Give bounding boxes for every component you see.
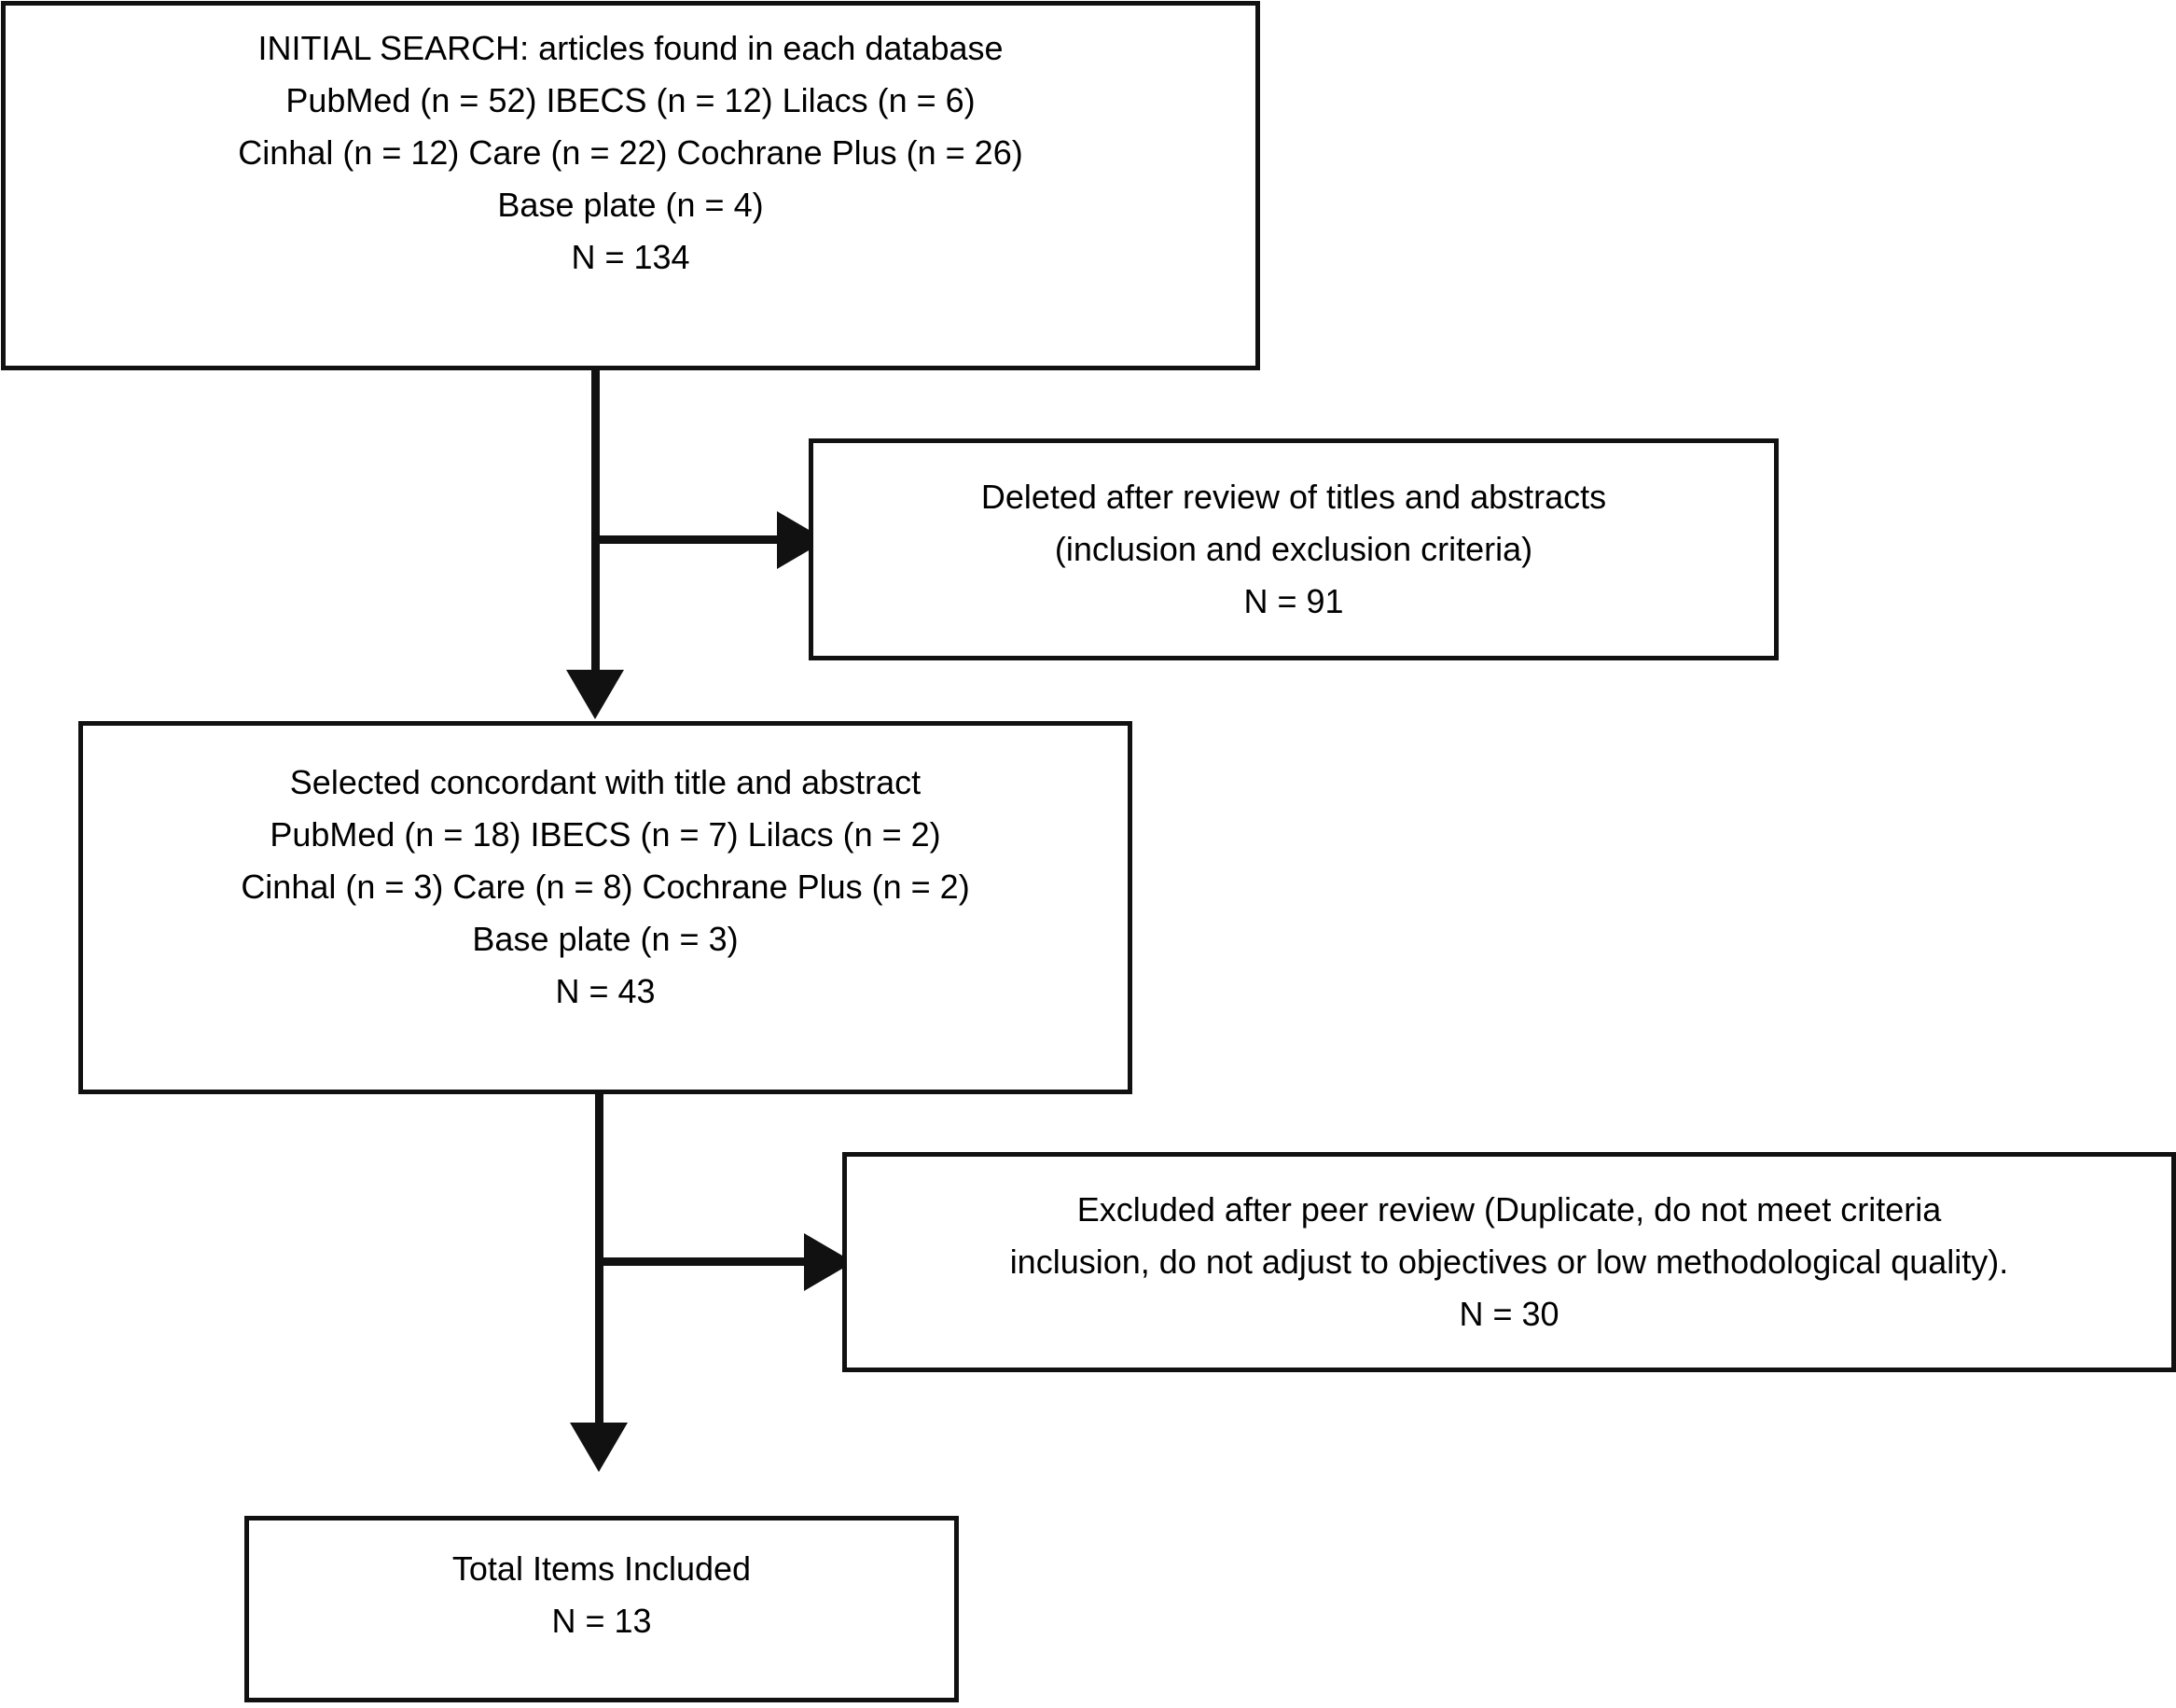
arrow-down-icon: [570, 1423, 628, 1472]
total-included-line-1: Total Items Included: [451, 1549, 752, 1588]
box-total-items-included-content: Total Items Included N = 13: [249, 1543, 954, 1675]
excluded-peer-total: N = 30: [1459, 1295, 1559, 1333]
connector-selected-to-excluded-line: [599, 1257, 809, 1266]
connector-initial-to-deleted-line: [595, 535, 782, 544]
selected-concordant-line-3: Cinhal (n = 3) Care (n = 8) Cochrane Plu…: [241, 868, 970, 906]
deleted-review-total: N = 91: [1243, 582, 1344, 620]
connector-initial-to-selected-line: [591, 369, 600, 677]
box-selected-concordant: Selected concordant with title and abstr…: [78, 721, 1132, 1094]
initial-search-total: N = 134: [571, 238, 690, 276]
total-included-total: N = 13: [551, 1602, 652, 1640]
initial-search-line-2: PubMed (n = 52) IBECS (n = 12) Lilacs (n…: [285, 81, 976, 119]
initial-search-line-4: Base plate (n = 4): [497, 186, 764, 224]
selected-concordant-total: N = 43: [555, 972, 656, 1010]
box-deleted-after-review: Deleted after review of titles and abstr…: [809, 438, 1779, 660]
box-excluded-after-peer-review: Excluded after peer review (Duplicate, d…: [842, 1152, 2176, 1372]
box-total-items-included: Total Items Included N = 13: [244, 1516, 959, 1702]
initial-search-line-3: Cinhal (n = 12) Care (n = 22) Cochrane P…: [238, 133, 1023, 172]
selected-concordant-line-1: Selected concordant with title and abstr…: [289, 763, 922, 801]
box-initial-search: INITIAL SEARCH: articles found in each d…: [1, 1, 1260, 370]
excluded-peer-line-2: inclusion, do not adjust to objectives o…: [1009, 1243, 2009, 1281]
deleted-review-line-1: Deleted after review of titles and abstr…: [980, 478, 1607, 516]
arrow-down-icon: [566, 670, 624, 719]
box-initial-search-content: INITIAL SEARCH: articles found in each d…: [6, 22, 1255, 349]
excluded-peer-line-1: Excluded after peer review (Duplicate, d…: [1076, 1190, 1942, 1229]
deleted-review-line-2: (inclusion and exclusion criteria): [1054, 530, 1533, 568]
selected-concordant-line-2: PubMed (n = 18) IBECS (n = 7) Lilacs (n …: [270, 815, 941, 854]
selected-concordant-line-4: Base plate (n = 3): [472, 920, 739, 958]
box-selected-concordant-content: Selected concordant with title and abstr…: [83, 757, 1128, 1059]
initial-search-line-1: INITIAL SEARCH: articles found in each d…: [257, 29, 1004, 67]
box-excluded-after-peer-review-content: Excluded after peer review (Duplicate, d…: [847, 1184, 2171, 1340]
box-deleted-after-review-content: Deleted after review of titles and abstr…: [813, 471, 1774, 628]
